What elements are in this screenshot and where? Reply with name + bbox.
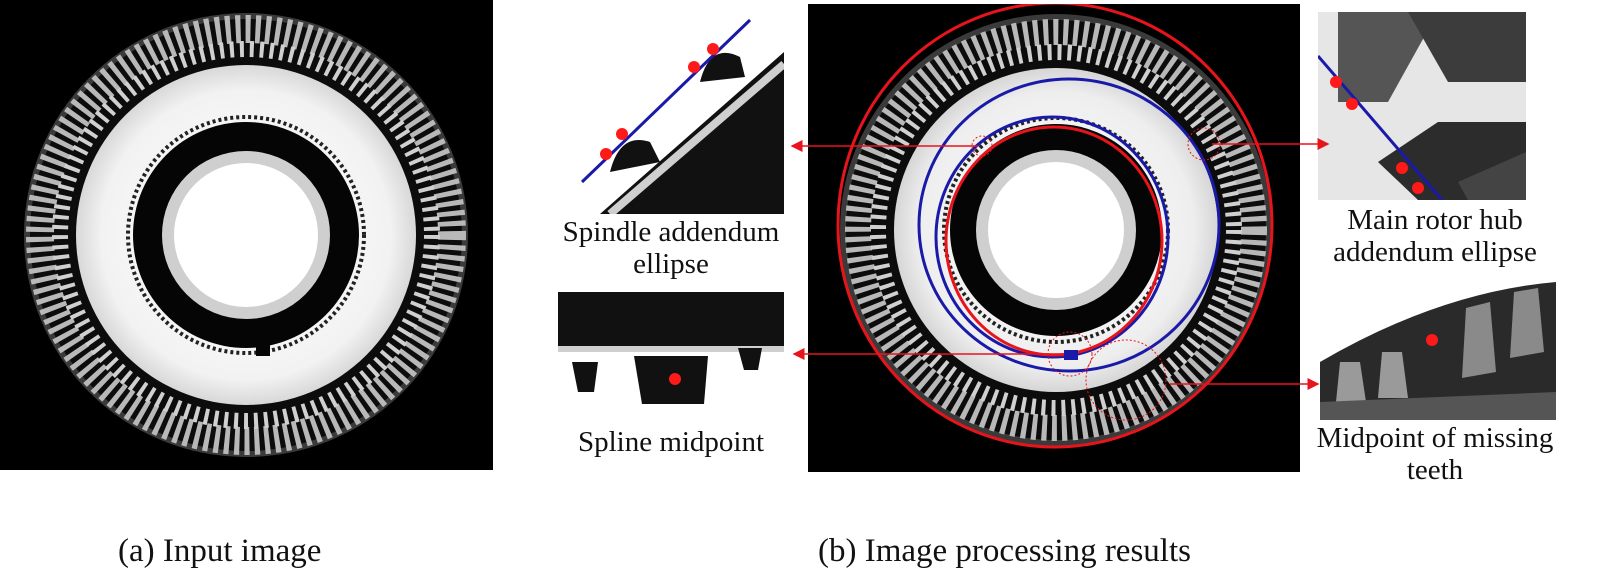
missing-teeth-zoom-image xyxy=(1320,282,1556,420)
input-image-panel xyxy=(0,0,493,470)
spline-midpoint-inset xyxy=(558,292,784,412)
hub-addendum-label: Main rotor hub addendum ellipse xyxy=(1333,204,1537,268)
processing-results-panel xyxy=(808,4,1300,472)
hub-addendum-blue-ellipse xyxy=(917,77,1221,373)
inner-red-ellipse xyxy=(944,125,1164,357)
spindle-addendum-label: Spindle addendum ellipse xyxy=(562,216,780,280)
spline-zoom-image xyxy=(558,292,784,404)
spindle-addendum-inset xyxy=(560,12,784,214)
missing-teeth-inset xyxy=(1320,282,1556,420)
panel-a-caption: (a) Input image xyxy=(118,533,322,569)
spindle-addendum-blue-ellipse xyxy=(934,115,1170,359)
input-gear-image xyxy=(24,13,468,457)
outer-red-ellipse xyxy=(836,4,1274,449)
processed-gear-image xyxy=(836,4,1274,449)
hub-zoom-image xyxy=(1318,12,1526,200)
spindle-zoom-image xyxy=(580,18,784,214)
panel-b-caption: (b) Image processing results xyxy=(818,533,1191,569)
missing-teeth-label: Midpoint of missing teeth xyxy=(1316,422,1554,486)
hub-addendum-inset xyxy=(1318,12,1526,200)
spline-midpoint-label: Spline midpoint xyxy=(577,426,765,458)
